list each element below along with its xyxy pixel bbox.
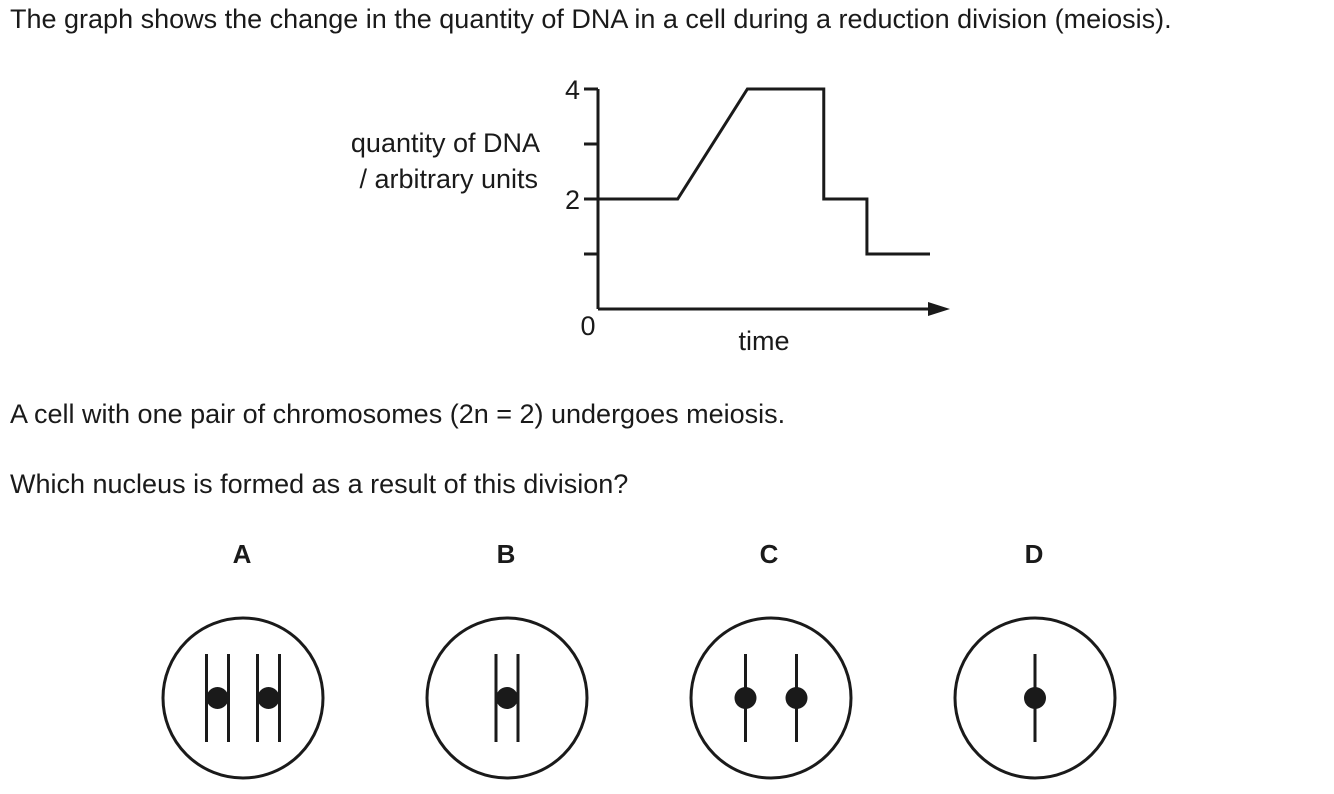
option-a-nucleus[interactable] bbox=[157, 614, 329, 784]
option-c-nucleus[interactable] bbox=[685, 614, 857, 784]
option-b-letter: B bbox=[496, 539, 516, 569]
option-d-nucleus[interactable] bbox=[949, 614, 1121, 784]
chromosome bbox=[256, 654, 281, 742]
option-d-letter: D bbox=[1024, 539, 1044, 569]
option-c-letter: C bbox=[759, 539, 779, 569]
option-a-letter: A bbox=[232, 539, 252, 569]
y-axis-label-line2: / arbitrary units bbox=[359, 164, 538, 194]
statement-text: A cell with one pair of chromosomes (2n … bbox=[10, 399, 786, 429]
nucleus-outline bbox=[953, 616, 1117, 780]
dna-graph: 4 2 quantity of DNA / arbitrary units tim… bbox=[351, 75, 950, 356]
centromere bbox=[734, 687, 757, 709]
nucleus-outline bbox=[425, 616, 589, 780]
nucleus-outline bbox=[689, 616, 853, 780]
y-tick-label: 4 bbox=[565, 75, 580, 105]
nucleus-outline bbox=[161, 616, 325, 780]
centromere bbox=[1024, 687, 1046, 709]
x-axis-arrowhead bbox=[928, 302, 950, 316]
centromere bbox=[257, 687, 280, 709]
y-axis-label-line1: quantity of DNA bbox=[351, 128, 540, 158]
origin-label: 0 bbox=[580, 311, 595, 341]
option-b-nucleus[interactable] bbox=[421, 614, 593, 784]
dna-series-line bbox=[598, 87, 930, 256]
centromere bbox=[206, 687, 229, 709]
y-tick-label: 2 bbox=[565, 185, 580, 215]
chromosome bbox=[494, 654, 520, 742]
x-axis-label: time bbox=[738, 326, 789, 356]
centromere bbox=[496, 687, 518, 709]
chromosome bbox=[785, 654, 808, 742]
question-text: Which nucleus is formed as a result of t… bbox=[10, 469, 629, 499]
centromere bbox=[785, 687, 808, 709]
chromosome bbox=[205, 654, 230, 742]
chromosome bbox=[734, 654, 757, 742]
chromosome bbox=[1024, 654, 1046, 742]
intro-text: The graph shows the change in the quanti… bbox=[10, 4, 1172, 34]
